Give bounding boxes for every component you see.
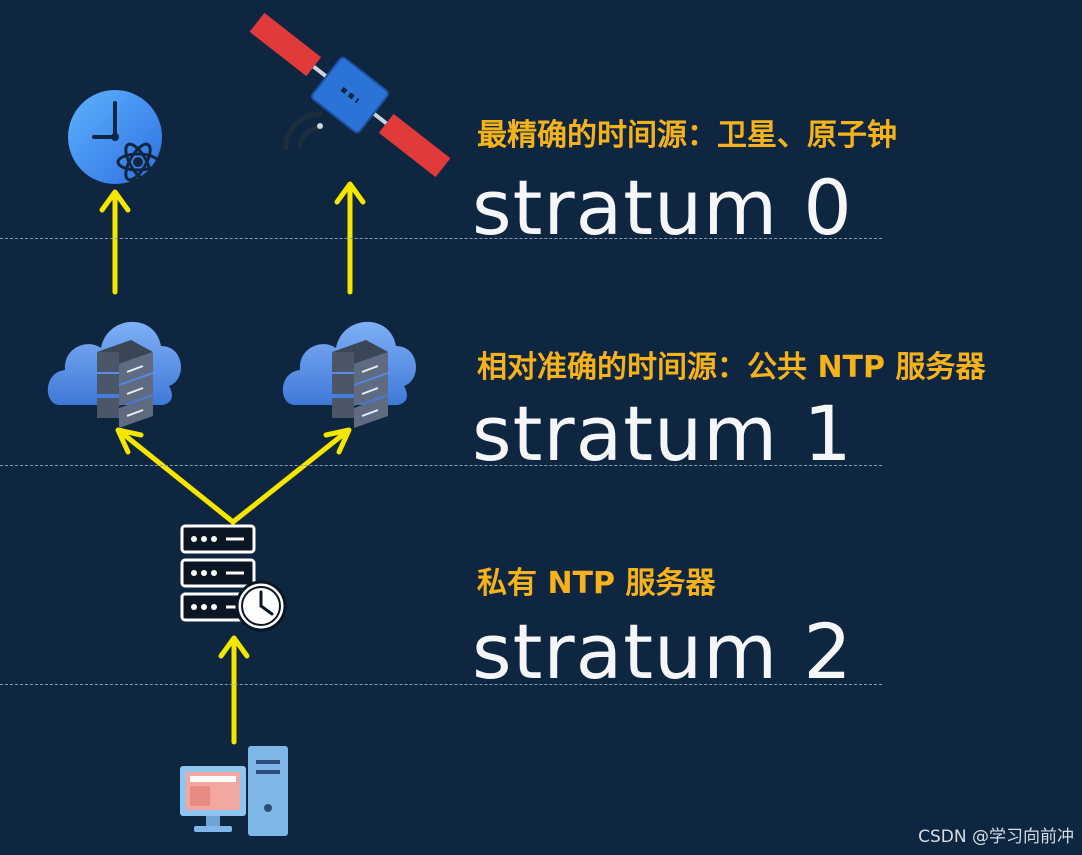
watermark: CSDN @学习向前冲 <box>918 827 1074 847</box>
divider-stratum-2 <box>0 684 882 685</box>
arrow-cloud-right-to-satellite <box>334 181 366 295</box>
arrow-cloud-left-to-atomic-clock <box>99 189 131 295</box>
stratum-0-caption: 最精确的时间源：卫星、原子钟 <box>477 118 897 153</box>
divider-stratum-1 <box>0 465 882 466</box>
stratum-0-label: stratum 0 <box>472 163 853 252</box>
cloud-server-icon <box>47 321 181 428</box>
stratum-1-label: stratum 1 <box>472 389 853 478</box>
stratum-2-caption: 私有 NTP 服务器 <box>477 566 716 601</box>
arrow-private-to-cloud-right <box>230 427 352 525</box>
atomic-clock-icon <box>68 90 162 184</box>
divider-stratum-0 <box>0 238 882 239</box>
stratum-1-caption: 相对准确的时间源：公共 NTP 服务器 <box>477 350 986 385</box>
server-clock-icon <box>180 524 287 632</box>
stratum-2-label: stratum 2 <box>472 607 853 696</box>
arrows <box>99 181 366 745</box>
satellite-icon <box>249 12 451 178</box>
arrow-private-to-cloud-left <box>115 427 236 525</box>
desktop-computer-icon <box>180 746 288 836</box>
cloud-server-icon <box>282 321 416 428</box>
arrow-client-to-private-server <box>218 635 250 745</box>
